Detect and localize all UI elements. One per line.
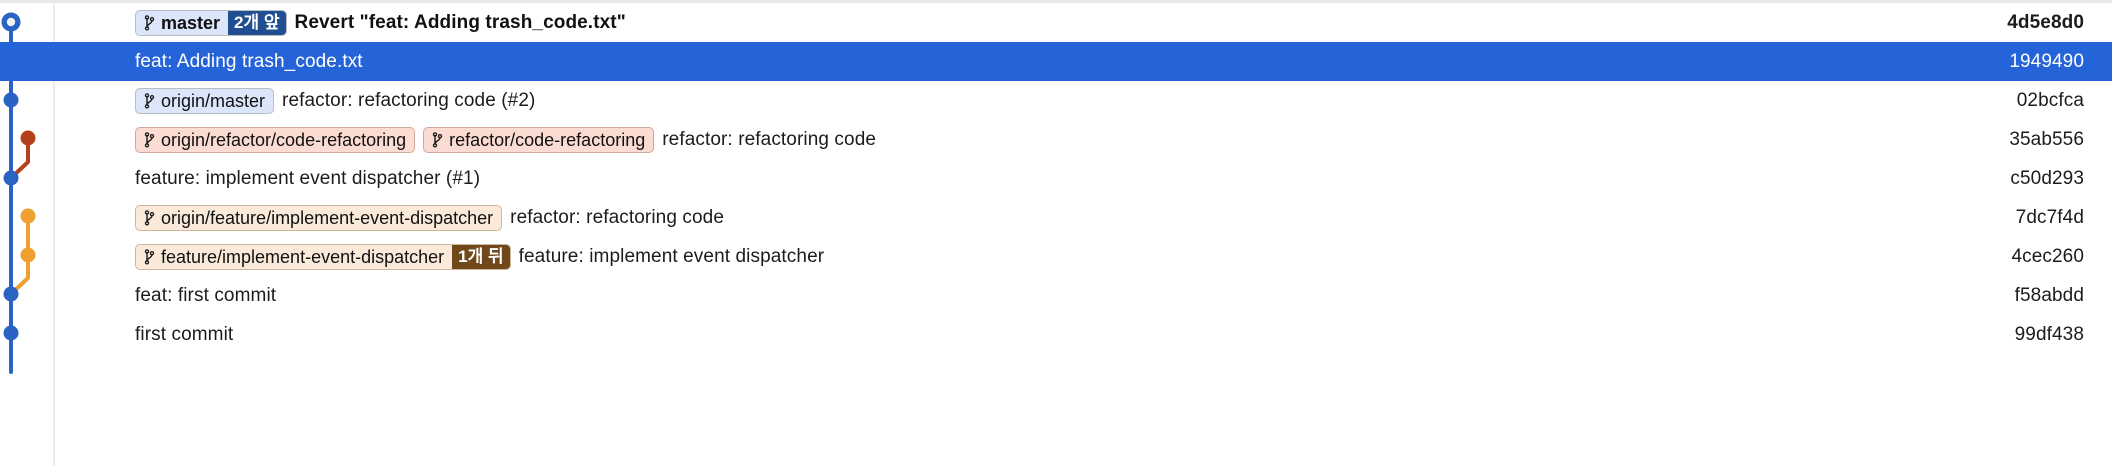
commit-row[interactable]: origin/master refactor: refactoring code … (0, 81, 2112, 120)
ref-badge-label: master (161, 12, 221, 33)
commit-message: feat: Adding trash_code.txt (135, 50, 363, 72)
ref-badge-name-wrap: refactor/code-refactoring (424, 128, 653, 152)
ref-badge[interactable]: origin/master (135, 87, 275, 114)
ref-badge[interactable]: feature/implement-event-dispatcher 1개 뒤 (135, 243, 511, 270)
ref-badge-label: feature/implement-event-dispatcher (161, 246, 445, 267)
commit-row-content: feat: Adding trash_code.txt (135, 42, 2112, 81)
commit-message: feat: first commit (135, 284, 277, 306)
commit-hash: 7dc7f4d (2015, 206, 2084, 228)
ref-badge-name-wrap: origin/master (136, 89, 273, 113)
ref-badge[interactable]: refactor/code-refactoring (423, 126, 655, 153)
graph-column-divider (53, 3, 55, 466)
branch-icon (144, 92, 155, 108)
commit-message: refactor: refactoring code (510, 206, 724, 228)
ahead-counter-badge: 2개 앞 (228, 10, 286, 35)
commit-message: refactor: refactoring code (662, 128, 877, 150)
branch-icon (144, 248, 155, 264)
commit-hash: 35ab556 (2009, 128, 2084, 150)
commit-row[interactable]: origin/refactor/code-refactoring refactor… (0, 120, 2112, 159)
ref-badge-name-wrap: origin/feature/implement-event-dispatche… (136, 206, 501, 230)
ref-badge[interactable]: master 2개 앞 (135, 9, 287, 36)
commit-message: feature: implement event dispatcher (#1) (135, 167, 481, 189)
commit-row[interactable]: first commit 99df438 (0, 315, 2112, 354)
commit-row[interactable]: master 2개 앞 Revert "feat: Adding trash_cod… (0, 3, 2112, 42)
ref-badge[interactable]: origin/feature/implement-event-dispatche… (135, 204, 503, 231)
commit-hash: c50d293 (2010, 167, 2084, 189)
commit-row-content: feature: implement event dispatcher (#1) (135, 159, 2112, 198)
commit-row[interactable]: origin/feature/implement-event-dispatche… (0, 198, 2112, 237)
commit-hash: 4d5e8d0 (2007, 11, 2084, 33)
ref-badge-label: origin/feature/implement-event-dispatche… (161, 207, 494, 228)
ref-badge-label: refactor/code-refactoring (449, 129, 646, 150)
branch-icon (144, 209, 155, 225)
commit-row-content: first commit (135, 315, 2112, 354)
ref-badge-name-wrap: master (136, 11, 228, 35)
ref-badge-label: origin/master (161, 90, 266, 111)
commit-row-content: master 2개 앞 Revert "feat: Adding trash_cod… (135, 3, 2112, 42)
commit-hash: 1949490 (2009, 50, 2084, 72)
behind-counter-badge: 1개 뒤 (452, 244, 510, 269)
commit-hash: f58abdd (2014, 284, 2084, 306)
commit-list: master 2개 앞 Revert "feat: Adding trash_cod… (0, 3, 2112, 354)
commit-message: refactor: refactoring code (#2) (282, 89, 536, 111)
commit-row-content: origin/master refactor: refactoring code … (135, 81, 2112, 120)
commit-hash: 99df438 (2014, 323, 2084, 345)
ref-badge[interactable]: origin/refactor/code-refactoring (135, 126, 416, 153)
commit-message: first commit (135, 323, 234, 345)
branch-icon (144, 14, 155, 30)
commit-hash: 02bcfca (2016, 89, 2084, 111)
commit-message: Revert "feat: Adding trash_code.txt" (294, 11, 626, 33)
commit-hash: 4cec260 (2011, 245, 2084, 267)
commit-row[interactable]: feature: implement event dispatcher (#1)… (0, 159, 2112, 198)
commit-message: feature: implement event dispatcher (518, 245, 825, 267)
commit-row[interactable]: feat: Adding trash_code.txt 1949490 (0, 42, 2112, 81)
ref-badge-label: origin/refactor/code-refactoring (161, 129, 407, 150)
commit-row[interactable]: feat: first commit f58abdd (0, 276, 2112, 315)
ref-badge-name-wrap: origin/refactor/code-refactoring (136, 128, 414, 152)
commit-row-content: origin/refactor/code-refactoring refactor… (135, 120, 2112, 159)
branch-icon (432, 131, 443, 147)
commit-row-content: origin/feature/implement-event-dispatche… (135, 198, 2112, 237)
ref-badge-name-wrap: feature/implement-event-dispatcher (136, 245, 452, 269)
branch-icon (144, 131, 155, 147)
commit-row-content: feat: first commit (135, 276, 2112, 315)
panel-top-divider (0, 0, 2112, 3)
